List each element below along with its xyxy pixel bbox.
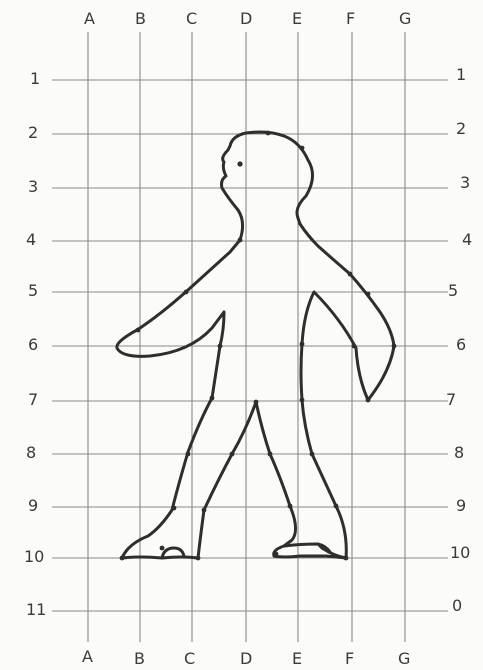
reference-dot	[230, 452, 235, 457]
row-label: 10	[24, 547, 44, 566]
reference-dot	[344, 556, 349, 561]
top-column-labels: A B C D E F G	[84, 9, 411, 28]
row-label: 6	[28, 335, 38, 354]
reference-dot	[210, 396, 215, 401]
reference-dot	[186, 452, 191, 457]
row-label: 7	[446, 390, 456, 409]
row-label: 9	[456, 496, 466, 515]
column-label: C	[184, 649, 195, 668]
bottom-column-labels: A B C D E F G	[82, 647, 410, 668]
column-label: A	[82, 647, 93, 666]
reference-dot	[288, 504, 293, 509]
reference-dot	[274, 552, 279, 557]
row-label: 4	[462, 230, 472, 249]
reference-dot	[136, 328, 141, 333]
reference-dot	[266, 131, 271, 136]
reference-dot	[160, 546, 165, 551]
column-label: B	[134, 649, 145, 668]
reference-dot	[310, 452, 315, 457]
reference-dot	[237, 161, 242, 166]
reference-dot	[202, 508, 207, 513]
reference-dot	[348, 272, 353, 277]
reference-dot	[392, 344, 397, 349]
reference-dot	[218, 344, 223, 349]
column-label: C	[186, 9, 197, 28]
column-label: E	[292, 9, 302, 28]
column-label: B	[135, 9, 146, 28]
row-label: 7	[28, 390, 38, 409]
reference-dot	[268, 452, 273, 457]
row-label: 2	[456, 119, 466, 138]
column-label: A	[84, 9, 95, 28]
reference-dot	[196, 556, 201, 561]
reference-dot	[322, 546, 327, 551]
figure-inner-leg-outline	[256, 402, 296, 546]
column-label: G	[399, 9, 411, 28]
reference-dot	[300, 146, 305, 151]
left-row-labels: 1 2 3 4 5 6 7 8 9 10 11	[24, 69, 46, 619]
reference-dot	[366, 292, 371, 297]
reference-dot	[300, 398, 305, 403]
row-label: 0	[452, 596, 462, 615]
row-label: 9	[28, 496, 38, 515]
column-label: G	[398, 649, 410, 668]
reference-dot	[254, 400, 259, 405]
row-label: 8	[454, 443, 464, 462]
column-label: F	[345, 649, 354, 668]
column-label: E	[292, 649, 302, 668]
row-label: 5	[448, 281, 458, 300]
row-label: 5	[28, 281, 38, 300]
reference-dot	[120, 556, 125, 561]
figure-back-arm-outline	[117, 210, 256, 558]
reference-dot	[352, 344, 357, 349]
reference-dot	[300, 342, 305, 347]
reference-dot	[366, 398, 371, 403]
row-label: 11	[26, 600, 46, 619]
reference-dot	[238, 238, 243, 243]
right-row-labels: 1 2 3 4 5 6 7 8 9 10 0	[446, 65, 472, 615]
column-label: D	[240, 649, 252, 668]
row-label: 3	[28, 177, 38, 196]
figure-head-outline	[222, 132, 313, 224]
reference-dot	[184, 290, 189, 295]
row-label: 2	[28, 123, 38, 142]
reference-dot	[172, 506, 177, 511]
row-label: 10	[450, 543, 470, 562]
row-label: 8	[26, 443, 36, 462]
row-label: 4	[26, 230, 36, 249]
column-label: D	[240, 9, 252, 28]
row-label: 6	[456, 335, 466, 354]
grid-lines	[52, 32, 448, 642]
reference-dot	[334, 504, 339, 509]
column-label: F	[346, 9, 355, 28]
row-label: 1	[456, 65, 466, 84]
row-label: 1	[30, 69, 40, 88]
row-label: 3	[460, 173, 470, 192]
